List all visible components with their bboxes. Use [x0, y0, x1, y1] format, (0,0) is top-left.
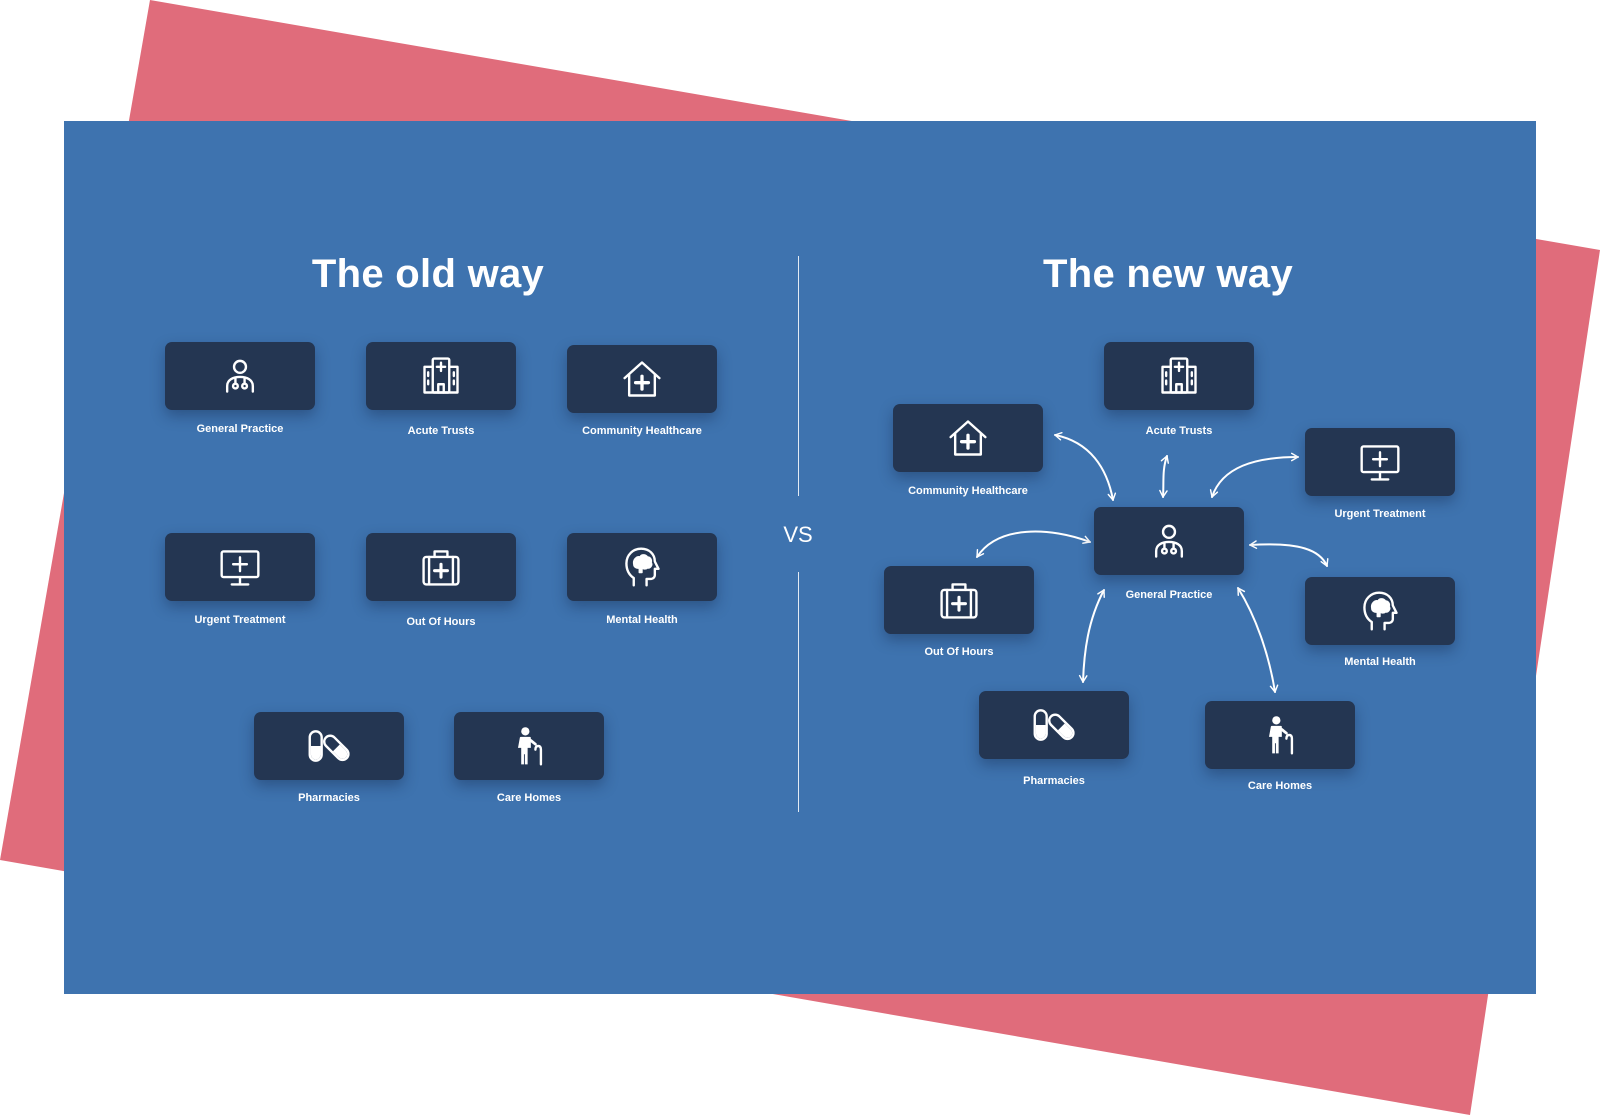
- home-health-icon: [623, 361, 661, 397]
- old-acute-trusts-label: Acute Trusts: [407, 425, 475, 437]
- old-acute-trusts-tile: [366, 342, 516, 410]
- new-out-of-hours-tile: [884, 566, 1034, 634]
- hospital-icon: [423, 357, 459, 394]
- new-pharmacies-label: Pharmacies: [1023, 775, 1085, 787]
- new-general-practice-hub-label: General Practice: [1125, 589, 1213, 601]
- new-general-practice-hub-tile: [1094, 507, 1244, 575]
- head-brain-icon: [625, 547, 660, 587]
- new-out-of-hours-label: Out Of Hours: [924, 646, 994, 658]
- old-community-healthcare-label: Community Healthcare: [582, 425, 702, 437]
- old-way-title: The old way: [311, 252, 545, 296]
- first-aid-kit-icon: [422, 550, 460, 586]
- doctor-icon: [225, 359, 255, 393]
- new-urgent-treatment-label: Urgent Treatment: [1334, 508, 1426, 520]
- new-mental-health-tile: [1305, 577, 1455, 645]
- new-acute-trusts-label: Acute Trusts: [1145, 425, 1213, 437]
- new-urgent-treatment-tile: [1305, 428, 1455, 496]
- pills-icon: [1033, 709, 1075, 741]
- new-community-healthcare-tile: [893, 404, 1043, 472]
- new-community-healthcare-label: Community Healthcare: [908, 485, 1028, 497]
- old-community-healthcare-tile: [567, 345, 717, 413]
- divider-bottom: [798, 572, 799, 812]
- old-mental-health-tile: [567, 533, 717, 601]
- new-care-homes-tile: [1205, 701, 1355, 769]
- new-way-title: The new way: [1042, 252, 1294, 296]
- elderly-person-icon: [518, 727, 543, 766]
- doctor-icon: [1154, 524, 1184, 558]
- vs-label: VS: [783, 522, 813, 547]
- elderly-person-icon: [1269, 716, 1294, 755]
- monitor-cross-icon: [220, 550, 260, 586]
- new-care-homes-label: Care Homes: [1247, 780, 1313, 792]
- old-general-practice-label: General Practice: [196, 423, 284, 435]
- monitor-cross-icon: [1360, 445, 1400, 481]
- old-pharmacies-label: Pharmacies: [298, 792, 360, 804]
- old-urgent-treatment-label: Urgent Treatment: [194, 614, 286, 626]
- home-health-icon: [949, 420, 987, 456]
- old-care-homes-tile: [454, 712, 604, 780]
- old-urgent-treatment-tile: [165, 533, 315, 601]
- old-out-of-hours-tile: [366, 533, 516, 601]
- pills-icon: [308, 730, 350, 762]
- divider-top: [798, 256, 799, 496]
- old-general-practice-tile: [165, 342, 315, 410]
- first-aid-kit-icon: [940, 583, 978, 619]
- hospital-icon: [1161, 357, 1197, 394]
- old-out-of-hours-label: Out Of Hours: [406, 616, 476, 628]
- old-mental-health-label: Mental Health: [606, 614, 678, 626]
- new-acute-trusts-tile: [1104, 342, 1254, 410]
- head-brain-icon: [1363, 591, 1398, 631]
- new-pharmacies-tile: [979, 691, 1129, 759]
- old-pharmacies-tile: [254, 712, 404, 780]
- new-mental-health-label: Mental Health: [1344, 656, 1416, 668]
- old-care-homes-label: Care Homes: [496, 792, 562, 804]
